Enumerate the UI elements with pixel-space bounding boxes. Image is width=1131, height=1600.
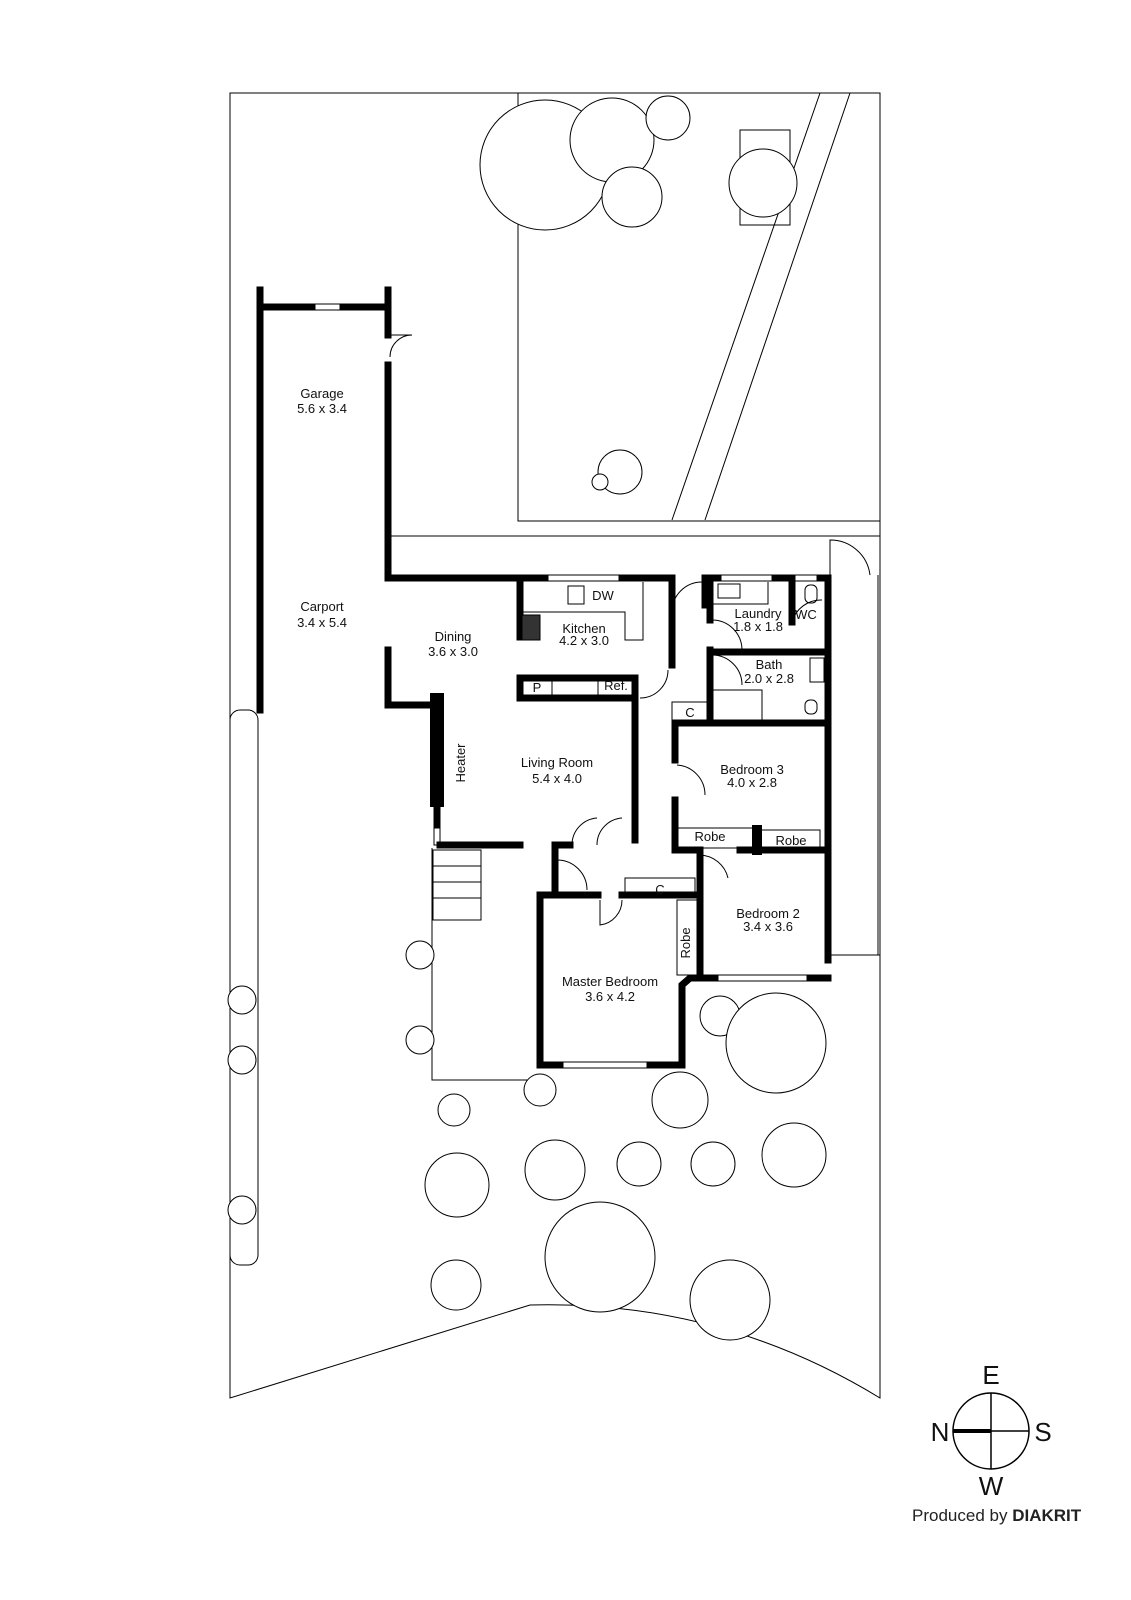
room-dims: 3.6 x 3.0	[428, 644, 478, 659]
room-name: Master Bedroom	[562, 974, 658, 989]
room-name: Laundry	[735, 606, 782, 621]
room-dims: 4.2 x 3.0	[559, 633, 609, 648]
room-labels: Garage 5.6 x 3.4 Carport 3.4 x 5.4 Dinin…	[297, 386, 800, 1004]
room-name: Dining	[435, 629, 472, 644]
pantry-label: P	[533, 680, 542, 695]
compass-n: N	[931, 1417, 950, 1447]
room-name: Garage	[300, 386, 343, 401]
compass: E N S W	[931, 1360, 1052, 1501]
steps-treads	[433, 865, 481, 899]
room-name: Bath	[756, 657, 783, 672]
steps	[432, 849, 482, 921]
trees	[227, 95, 827, 1341]
driveway-line	[704, 92, 851, 521]
room-dims: 5.6 x 3.4	[297, 401, 347, 416]
room-name: Living Room	[521, 755, 593, 770]
room-dims: 2.0 x 2.8	[744, 671, 794, 686]
room-dims: 3.4 x 5.4	[297, 615, 347, 630]
room-name: Bedroom 3	[720, 762, 784, 777]
fridge-label: Ref.	[604, 678, 628, 693]
room-dims: 1.8 x 1.8	[733, 619, 783, 634]
room-dims: 3.6 x 4.2	[585, 989, 635, 1004]
fixture-labels: DW WC P Ref. Heater C C Robe Robe Robe	[453, 588, 817, 959]
robe-label: Robe	[775, 833, 806, 848]
room-dims: 5.4 x 4.0	[532, 771, 582, 786]
driveway-line	[671, 92, 821, 521]
room-dims: 4.0 x 2.8	[727, 775, 777, 790]
wc-label: WC	[795, 607, 817, 622]
path	[517, 92, 881, 522]
room-name: Carport	[300, 599, 344, 614]
room-name: Kitchen	[562, 621, 605, 636]
windows	[311, 303, 832, 1069]
robe-label: Robe	[678, 927, 693, 958]
cupboard-label: C	[685, 705, 694, 720]
robe-label: Robe	[694, 829, 725, 844]
room-name: Bedroom 2	[736, 906, 800, 921]
credit: Produced by DIAKRIT	[912, 1506, 1082, 1525]
hedge-strip	[229, 709, 259, 1266]
doors	[389, 334, 871, 926]
deck	[431, 848, 540, 1081]
compass-s: S	[1034, 1417, 1051, 1447]
dishwasher-label: DW	[592, 588, 614, 603]
compass-e: E	[982, 1360, 999, 1390]
cupboard-label: C	[655, 882, 664, 897]
compass-w: W	[979, 1471, 1004, 1501]
kitchen-benches	[521, 582, 825, 976]
room-dims: 3.4 x 3.6	[743, 919, 793, 934]
heater-label: Heater	[453, 743, 468, 783]
site-boundary	[229, 92, 881, 1399]
